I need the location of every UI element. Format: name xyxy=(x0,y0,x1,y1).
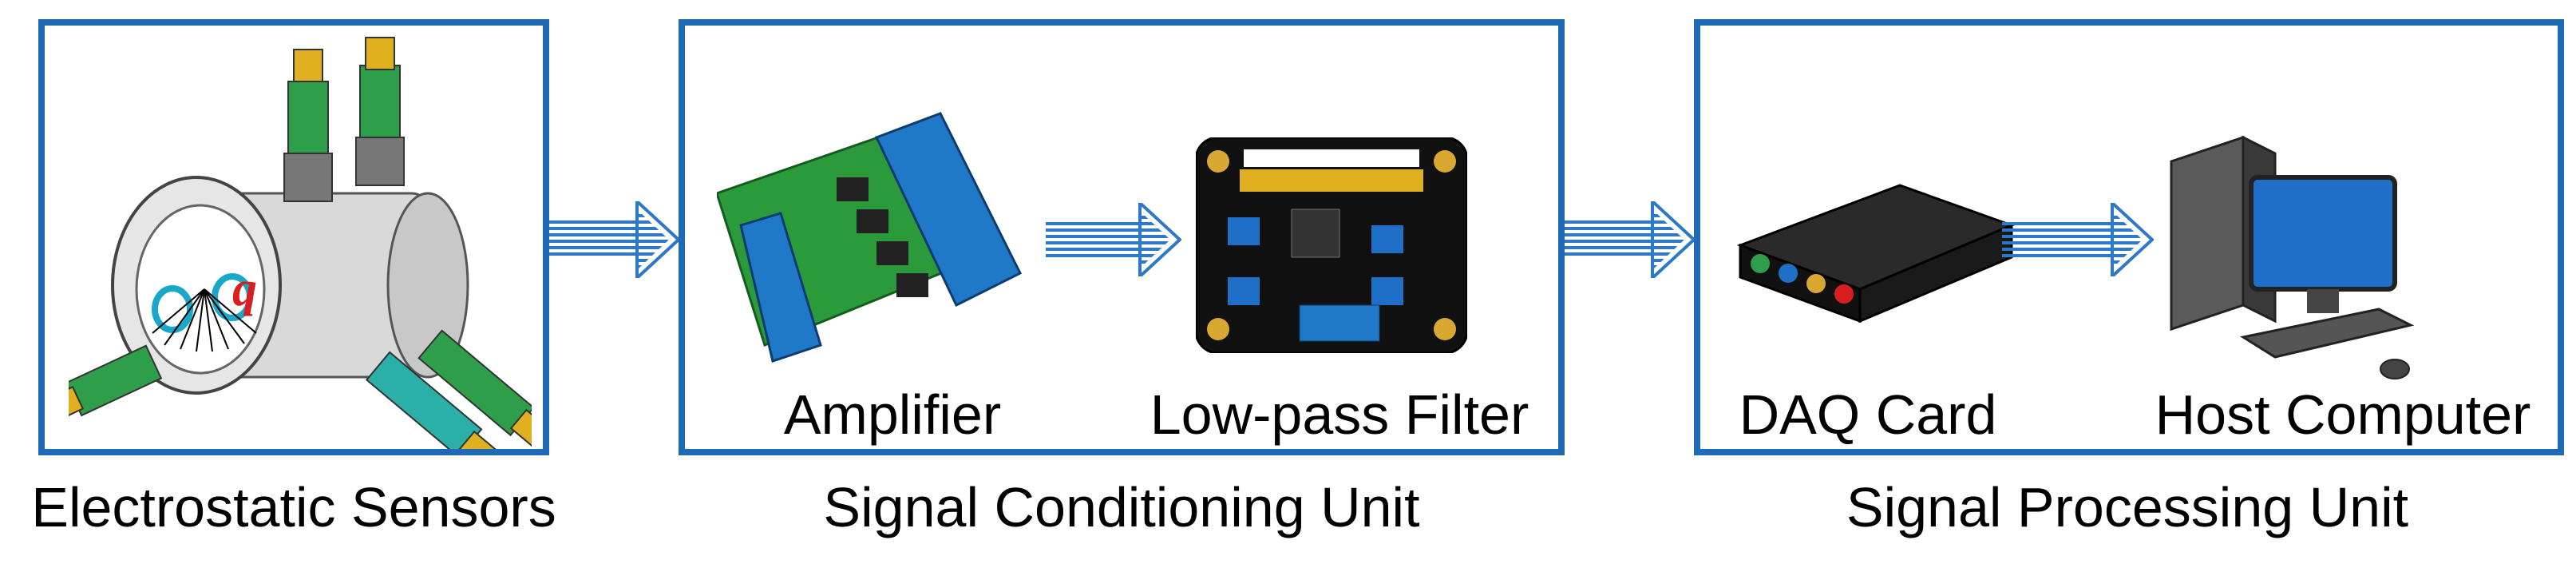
charge-symbol: q xyxy=(232,262,257,316)
low-pass-filter-board-image xyxy=(1196,137,1467,353)
flow-arrow-2 xyxy=(1565,201,1694,278)
item-label-amplifier: Amplifier xyxy=(783,383,1002,446)
stage-caption-electrostatic-sensors: Electrostatic Sensors xyxy=(31,476,556,538)
item-label-host-computer: Host Computer xyxy=(2155,383,2531,446)
item-label-daq-card: DAQ Card xyxy=(1739,383,1997,446)
host-computer-image xyxy=(2170,135,2415,379)
flow-arrow-amplifier-to-filter xyxy=(1046,203,1181,276)
stage-caption-signal-conditioning-unit: Signal Conditioning Unit xyxy=(823,476,1420,538)
item-label-low-pass-filter: Low-pass Filter xyxy=(1150,383,1529,446)
amplifier-board-image xyxy=(717,112,1023,363)
daq-card-image xyxy=(1736,184,2016,324)
flow-arrow-daq-to-computer xyxy=(2002,203,2154,276)
stage-box-electrostatic-sensors: q xyxy=(38,19,549,455)
flow-arrow-1 xyxy=(549,201,679,278)
electrostatic-sensor-pipe-image xyxy=(69,37,532,449)
stage-caption-signal-processing-unit: Signal Processing Unit xyxy=(1846,476,2409,538)
